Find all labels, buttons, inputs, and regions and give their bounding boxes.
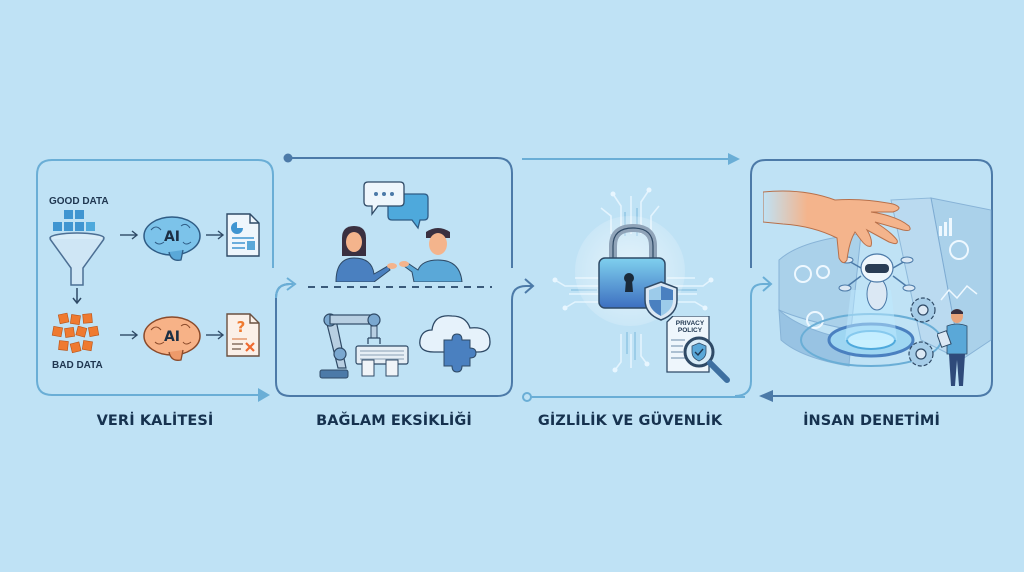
panel-baglam-eksikligi [276, 160, 512, 396]
funnel-icon [49, 210, 105, 305]
cloud-puzzle-icon [419, 315, 491, 373]
brain-ai-warning-icon: AI [143, 316, 201, 361]
privacy-policy-magnifier-icon: PRIVACY POLICY [666, 316, 730, 383]
speech-bubble-icon [363, 181, 429, 230]
bad-data-label: BAD DATA [52, 360, 103, 371]
gears-icon [908, 297, 936, 367]
svg-text:?: ? [237, 318, 246, 336]
step-label-veri-kalitesi: VERİ KALİTESİ [96, 413, 214, 429]
step-label-insan-denetimi: İNSAN DENETİMİ [803, 413, 940, 429]
svg-text:AI: AI [164, 329, 180, 345]
conversation-people-icon [335, 226, 463, 282]
hologram-dashboard-icon [778, 197, 992, 367]
panel-veri-kalitesi: GOOD DATA BAD DATA AI [37, 160, 273, 396]
svg-text:POLICY: POLICY [678, 327, 703, 334]
panel-gizlilik-ve-guvenlik: PRIVACY POLICY [515, 160, 745, 396]
report-document-icon [226, 213, 260, 257]
scattered-data-icon [51, 312, 100, 354]
person-with-tablet-icon [937, 309, 968, 386]
step-label-gizlilik-ve-guvenlik: GİZLİLİK VE GÜVENLİK [537, 413, 723, 429]
arrow-right-icon [120, 230, 139, 240]
robot-arm-keyboard-icon [319, 313, 409, 379]
good-data-label: GOOD DATA [49, 196, 109, 207]
panel-insan-denetimi [751, 160, 992, 396]
arrow-right-icon [120, 330, 139, 340]
error-document-icon: ? [226, 313, 260, 357]
arrow-right-icon [206, 230, 225, 240]
step-label-baglam-eksikligi: BAĞLAM EKSİKLİĞİ [316, 413, 472, 429]
svg-text:PRIVACY: PRIVACY [676, 320, 705, 327]
arrow-right-icon [206, 330, 225, 340]
robot-drone-icon [838, 253, 916, 311]
brain-ai-icon: AI [143, 216, 201, 261]
svg-text:AI: AI [164, 229, 180, 245]
shield-icon [644, 281, 678, 321]
human-hand-icon [763, 190, 911, 264]
